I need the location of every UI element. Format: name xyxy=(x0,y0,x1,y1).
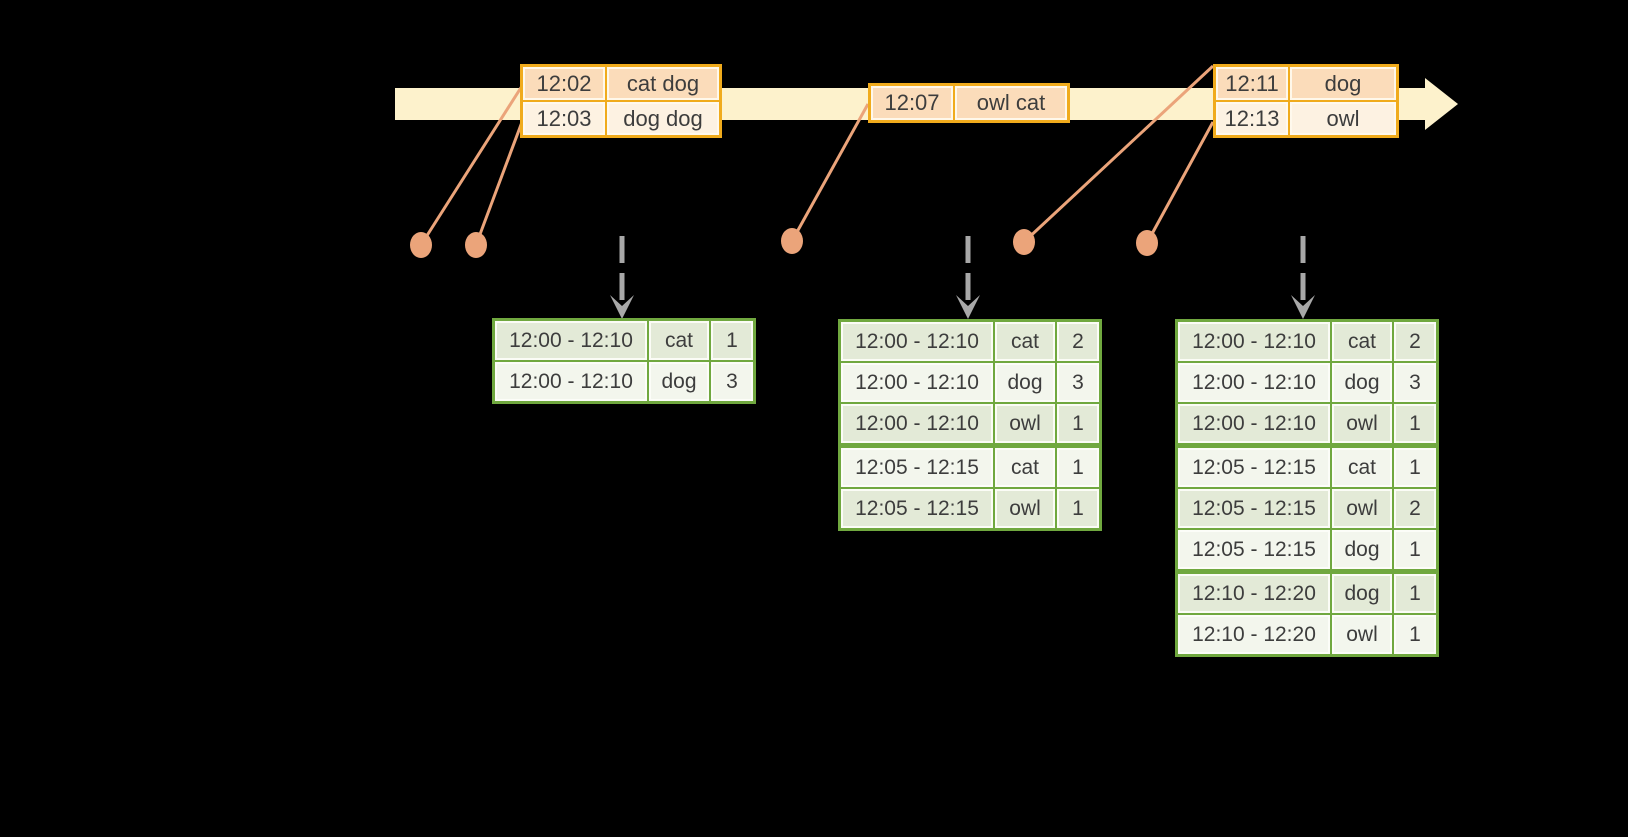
event-connector-lines xyxy=(419,64,1215,246)
word-cell: dog xyxy=(1330,361,1394,404)
window-cell: 12:05 - 12:15 xyxy=(838,487,995,531)
event-dot-icon xyxy=(410,232,432,258)
event-time-cell: 12:07 xyxy=(868,83,955,123)
event-table-3: 12:11 dog 12:13 owl xyxy=(1213,64,1399,138)
connector-line-12-07 xyxy=(790,103,870,242)
event-dot-icon xyxy=(1013,229,1035,255)
word-cell: cat xyxy=(993,444,1057,489)
count-cell: 1 xyxy=(1392,570,1439,615)
count-cell: 1 xyxy=(1392,613,1439,657)
count-cell: 1 xyxy=(709,318,756,362)
trigger-arrows xyxy=(619,236,1306,300)
result-table-2: 12:00 - 12:10 cat 2 12:00 - 12:10 dog 3 … xyxy=(838,319,1102,531)
event-row: 12:11 dog xyxy=(1213,64,1399,102)
result-row: 12:00 - 12:10 owl 1 xyxy=(1175,402,1439,448)
event-table-2: 12:07 owl cat xyxy=(868,83,1070,123)
word-cell: dog xyxy=(647,360,711,404)
count-cell: 2 xyxy=(1055,319,1102,363)
word-cell: cat xyxy=(993,319,1057,363)
event-words-cell: owl xyxy=(1288,100,1399,138)
result-row: 12:00 - 12:10 dog 3 xyxy=(838,361,1102,404)
event-row: 12:07 owl cat xyxy=(868,83,1070,123)
count-cell: 3 xyxy=(709,360,756,404)
word-cell: owl xyxy=(993,402,1057,448)
window-cell: 12:10 - 12:20 xyxy=(1175,613,1332,657)
window-cell: 12:10 - 12:20 xyxy=(1175,570,1332,615)
result-row: 12:00 - 12:10 cat 2 xyxy=(838,319,1102,363)
window-cell: 12:05 - 12:15 xyxy=(838,444,995,489)
timeline-arrowhead-icon xyxy=(1425,78,1458,130)
connector-line-12-03 xyxy=(474,121,524,246)
event-dot-icon xyxy=(465,232,487,258)
count-cell: 2 xyxy=(1392,487,1439,530)
count-cell: 3 xyxy=(1055,361,1102,404)
word-cell: cat xyxy=(1330,319,1394,363)
count-cell: 1 xyxy=(1392,528,1439,574)
event-time-cell: 12:13 xyxy=(1213,100,1290,138)
event-words-cell: cat dog xyxy=(605,64,722,102)
result-row: 12:10 - 12:20 dog 1 xyxy=(1175,570,1439,615)
result-table-3: 12:00 - 12:10 cat 2 12:00 - 12:10 dog 3 … xyxy=(1175,319,1439,657)
event-dot-icon xyxy=(781,228,803,254)
count-cell: 1 xyxy=(1055,444,1102,489)
result-row: 12:05 - 12:15 owl 1 xyxy=(838,487,1102,531)
event-row: 12:03 dog dog xyxy=(520,100,722,138)
window-cell: 12:00 - 12:10 xyxy=(838,319,995,363)
count-cell: 1 xyxy=(1055,402,1102,448)
trigger-arrowhead-icon xyxy=(610,295,634,319)
window-cell: 12:00 - 12:10 xyxy=(1175,402,1332,448)
result-row: 12:00 - 12:10 cat 1 xyxy=(492,318,756,362)
result-table-1: 12:00 - 12:10 cat 1 12:00 - 12:10 dog 3 xyxy=(492,318,756,404)
result-row: 12:00 - 12:10 dog 3 xyxy=(492,360,756,404)
word-cell: owl xyxy=(993,487,1057,531)
trigger-arrowhead-icon xyxy=(956,295,980,319)
event-time-cell: 12:11 xyxy=(1213,64,1290,102)
window-cell: 12:00 - 12:10 xyxy=(838,361,995,404)
event-dot-icon xyxy=(1136,230,1158,256)
window-cell: 12:00 - 12:10 xyxy=(492,360,649,404)
count-cell: 1 xyxy=(1392,444,1439,489)
event-row: 12:02 cat dog xyxy=(520,64,722,102)
window-cell: 12:00 - 12:10 xyxy=(838,402,995,448)
window-cell: 12:00 - 12:10 xyxy=(1175,319,1332,363)
result-row: 12:05 - 12:15 cat 1 xyxy=(1175,444,1439,489)
word-cell: owl xyxy=(1330,613,1394,657)
word-cell: owl xyxy=(1330,487,1394,530)
event-words-cell: dog dog xyxy=(605,100,722,138)
event-row: 12:13 owl xyxy=(1213,100,1399,138)
result-row: 12:05 - 12:15 cat 1 xyxy=(838,444,1102,489)
window-cell: 12:05 - 12:15 xyxy=(1175,444,1332,489)
word-cell: cat xyxy=(1330,444,1394,489)
window-cell: 12:05 - 12:15 xyxy=(1175,528,1332,574)
word-cell: cat xyxy=(647,318,711,362)
result-row: 12:00 - 12:10 cat 2 xyxy=(1175,319,1439,363)
event-table-1: 12:02 cat dog 12:03 dog dog xyxy=(520,64,722,138)
event-time-cell: 12:02 xyxy=(520,64,607,102)
trigger-arrowheads xyxy=(610,295,1315,319)
connector-line-12-02 xyxy=(419,85,524,246)
event-words-cell: dog xyxy=(1288,64,1399,102)
trigger-arrowhead-icon xyxy=(1291,295,1315,319)
result-row: 12:05 - 12:15 owl 2 xyxy=(1175,487,1439,530)
word-cell: dog xyxy=(1330,528,1394,574)
window-cell: 12:00 - 12:10 xyxy=(492,318,649,362)
window-cell: 12:05 - 12:15 xyxy=(1175,487,1332,530)
count-cell: 3 xyxy=(1392,361,1439,404)
result-row: 12:00 - 12:10 owl 1 xyxy=(838,402,1102,448)
event-words-cell: owl cat xyxy=(953,83,1070,123)
result-row: 12:00 - 12:10 dog 3 xyxy=(1175,361,1439,404)
count-cell: 1 xyxy=(1055,487,1102,531)
connector-line-12-11 xyxy=(1022,64,1215,244)
word-cell: dog xyxy=(1330,570,1394,615)
result-row: 12:10 - 12:20 owl 1 xyxy=(1175,613,1439,657)
word-cell: dog xyxy=(993,361,1057,404)
event-time-cell: 12:03 xyxy=(520,100,607,138)
event-markers xyxy=(410,228,1158,258)
window-cell: 12:00 - 12:10 xyxy=(1175,361,1332,404)
result-row: 12:05 - 12:15 dog 1 xyxy=(1175,528,1439,574)
count-cell: 2 xyxy=(1392,319,1439,363)
word-cell: owl xyxy=(1330,402,1394,448)
connector-line-12-13 xyxy=(1145,121,1215,244)
count-cell: 1 xyxy=(1392,402,1439,448)
